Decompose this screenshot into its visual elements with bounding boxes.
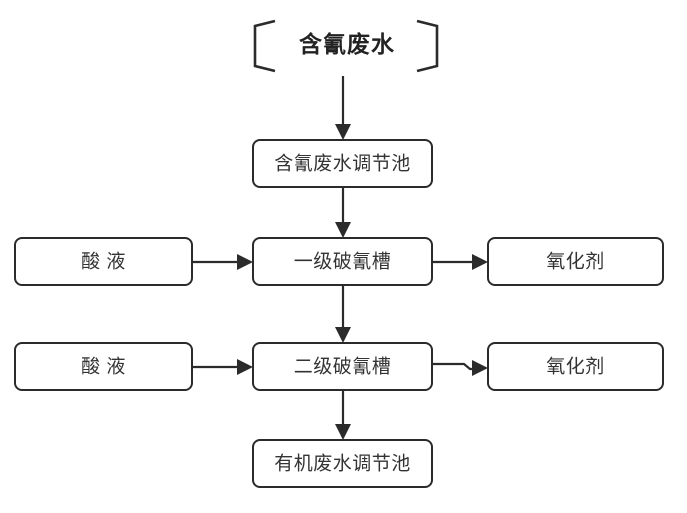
node-stage-2-label: 二级破氰槽 — [294, 356, 392, 378]
node-oxidant-2-label: 氧化剂 — [546, 356, 605, 378]
arrow-stage2-to-organic-tank — [335, 390, 351, 440]
arrow-acid2-to-stage2 — [192, 359, 253, 375]
arrow-stage1-to-stage2 — [335, 285, 351, 343]
arrow-stage1-to-oxidant1 — [432, 254, 488, 270]
node-oxidant-2[interactable]: 氧化剂 — [487, 342, 664, 391]
inlet-title: 含氰废水 — [299, 31, 395, 57]
node-oxidant-1-box[interactable] — [487, 237, 664, 286]
node-oxidant-1[interactable]: 氧化剂 — [487, 237, 664, 286]
node-oxidant-1-label: 氧化剂 — [546, 251, 605, 273]
left-bracket-icon — [253, 19, 276, 73]
node-organic-tank-box[interactable] — [252, 439, 433, 488]
arrow-acid1-to-stage1 — [192, 254, 253, 270]
arrow-cyanide-tank-to-stage1 — [335, 187, 351, 238]
arrow-stage2-to-oxidant2 — [432, 360, 488, 376]
node-acid-1[interactable]: 酸 液 — [14, 237, 193, 286]
node-stage-1-label: 一级破氰槽 — [294, 251, 392, 273]
node-organic-tank-label: 有机废水调节池 — [274, 453, 411, 475]
right-bracket-icon — [416, 19, 439, 73]
node-cyanide-tank[interactable]: 含氰废水调节池 — [252, 139, 433, 188]
node-oxidant-2-box[interactable] — [487, 342, 664, 391]
node-acid-2[interactable]: 酸 液 — [14, 342, 193, 391]
arrow-title-to-cyanide-tank — [335, 76, 351, 140]
inlet-title-group: 含氰废水 — [253, 19, 439, 73]
node-acid-1-label: 酸 液 — [81, 251, 126, 273]
node-cyanide-tank-label: 含氰废水调节池 — [274, 153, 411, 175]
node-stage-2[interactable]: 二级破氰槽 — [252, 342, 433, 391]
node-organic-tank[interactable]: 有机废水调节池 — [252, 439, 433, 488]
node-stage-1[interactable]: 一级破氰槽 — [252, 237, 433, 286]
node-acid-2-label: 酸 液 — [81, 356, 126, 378]
